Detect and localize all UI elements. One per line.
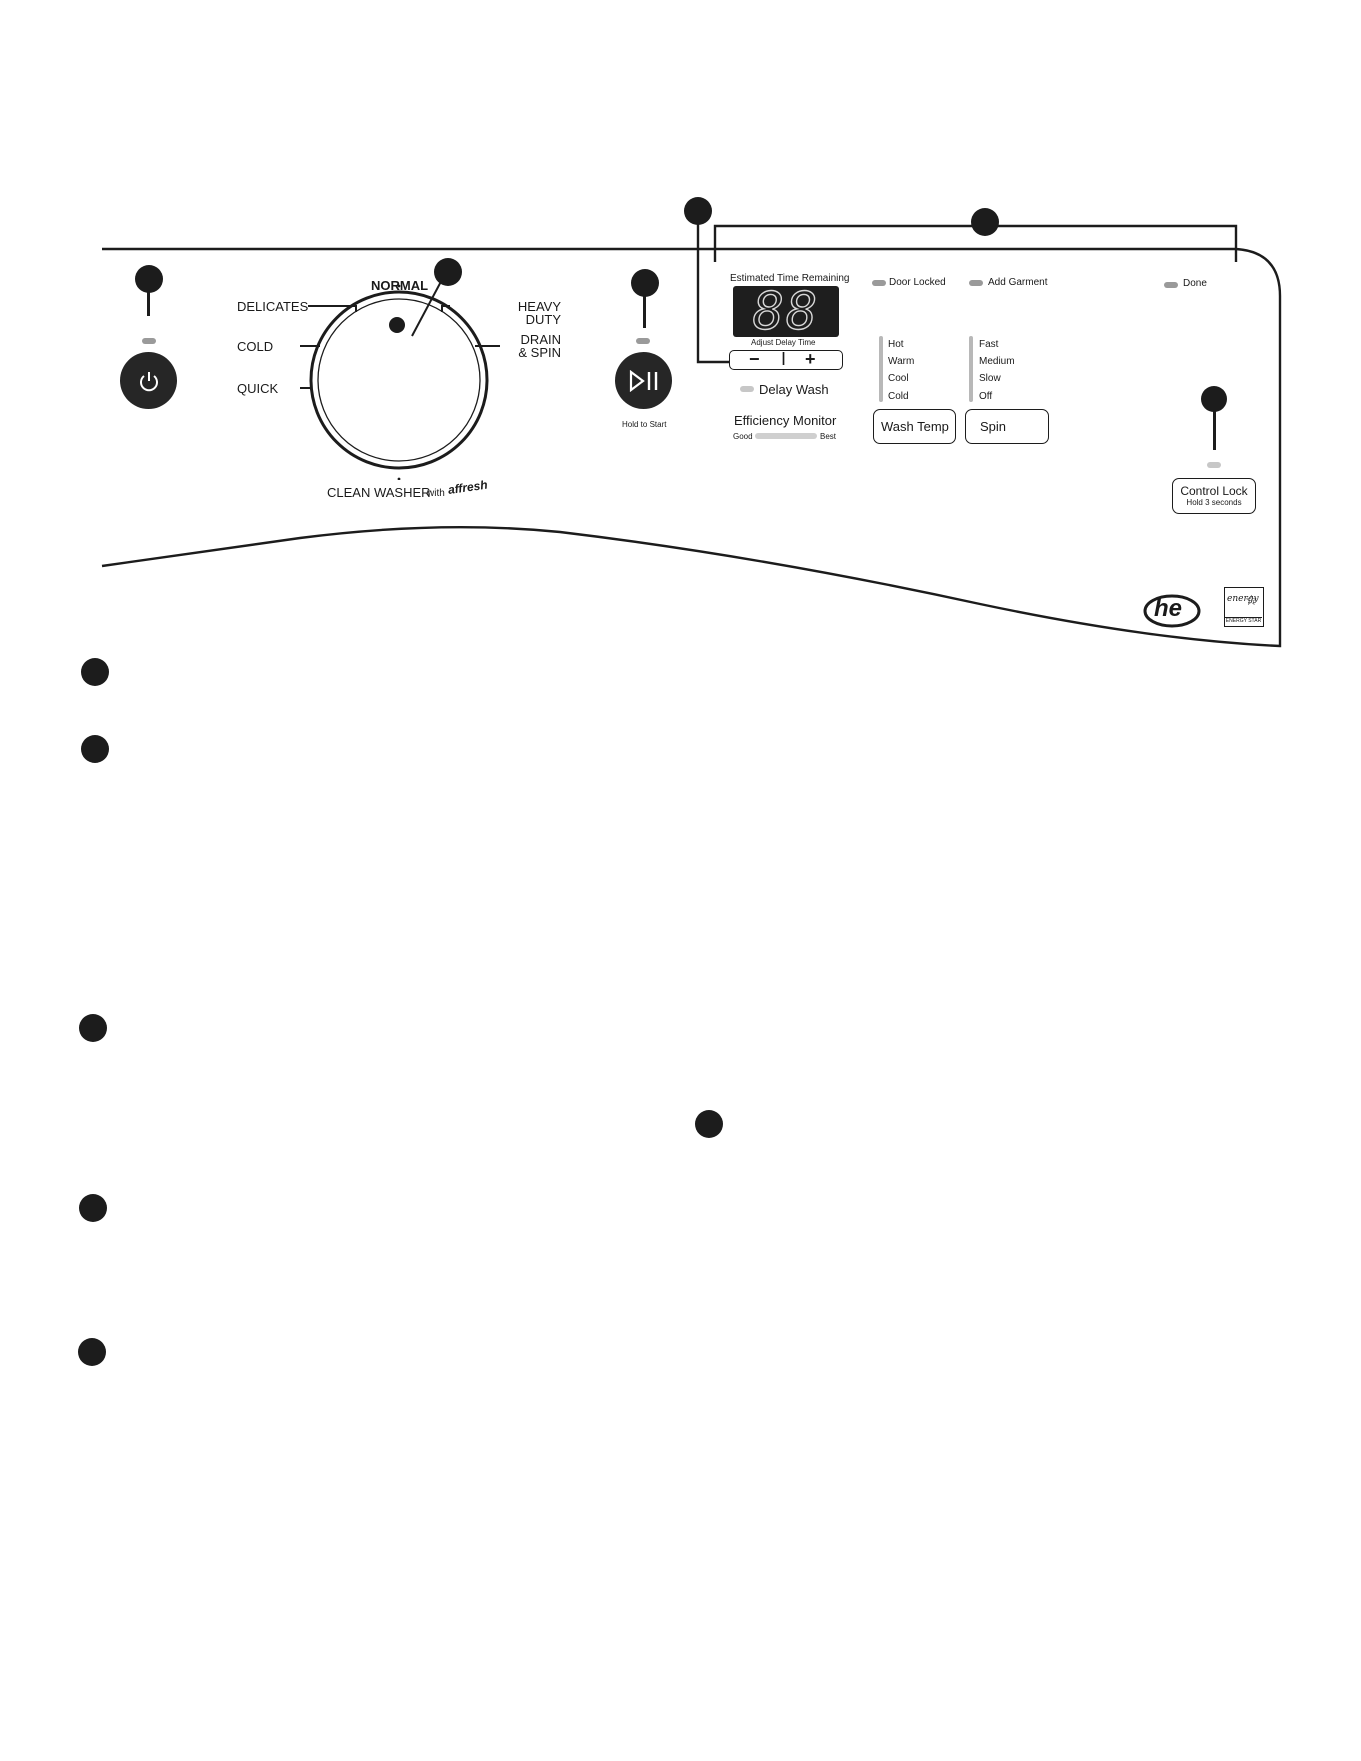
knob-indicator-dot bbox=[389, 317, 405, 333]
cycle-drain-spin-line1: DRAIN bbox=[520, 332, 561, 347]
wash-temp-bar bbox=[879, 336, 883, 402]
wash-temp-warm: Warm bbox=[888, 356, 915, 367]
door-locked-label: Door Locked bbox=[889, 277, 946, 288]
power-led bbox=[142, 338, 156, 344]
callout-cycle-knob bbox=[434, 258, 462, 286]
time-remaining-label: Estimated Time Remaining bbox=[730, 273, 850, 284]
time-display: 88 bbox=[733, 281, 839, 343]
delay-plus-button[interactable]: + bbox=[805, 349, 816, 369]
delay-minus-button[interactable]: − bbox=[749, 349, 760, 369]
power-button[interactable] bbox=[120, 352, 177, 409]
wash-temp-button[interactable]: Wash Temp bbox=[873, 409, 956, 444]
control-lock-button[interactable]: Control Lock Hold 3 seconds bbox=[1172, 478, 1256, 514]
spin-off: Off bbox=[979, 391, 993, 402]
callout-power-stem bbox=[147, 290, 150, 316]
callout-start bbox=[631, 269, 659, 297]
efficiency-best: Best bbox=[820, 432, 837, 441]
he-logo-text: he bbox=[1154, 595, 1183, 622]
add-garment-label: Add Garment bbox=[988, 277, 1048, 288]
spin-bar bbox=[969, 336, 973, 402]
spin-medium: Medium bbox=[979, 356, 1015, 367]
energy-star-logo: energy ☆ ENERGY STAR bbox=[1224, 587, 1264, 627]
adjust-delay-label: Adjust Delay Time bbox=[751, 338, 816, 347]
start-hint: Hold to Start bbox=[622, 420, 667, 429]
start-led bbox=[636, 338, 650, 344]
control-lock-label: Control Lock bbox=[1180, 484, 1248, 498]
wash-temp-cold: Cold bbox=[888, 391, 909, 402]
legend-callout-4 bbox=[695, 1110, 723, 1138]
cycle-normal: NORMAL bbox=[371, 278, 429, 293]
door-locked-led bbox=[872, 280, 886, 286]
callout-start-stem bbox=[643, 295, 646, 328]
cycle-delicates: DELICATES bbox=[237, 299, 309, 314]
energy-star-text: ENERGY STAR bbox=[1225, 617, 1262, 624]
cycle-quick: QUICK bbox=[237, 381, 279, 396]
spin-fast: Fast bbox=[979, 339, 999, 350]
wash-temp-cool: Cool bbox=[888, 373, 909, 384]
legend-callout-6 bbox=[78, 1338, 106, 1366]
he-logo bbox=[1143, 594, 1201, 628]
callout-control-lock-stem bbox=[1213, 410, 1216, 450]
control-lock-sub: Hold 3 seconds bbox=[1186, 498, 1242, 507]
panel-outline bbox=[101, 210, 1282, 648]
star-icon: ☆ bbox=[1245, 592, 1258, 608]
cycle-clean-with: with bbox=[427, 488, 445, 499]
spin-button[interactable]: Spin bbox=[965, 409, 1049, 444]
add-garment-led bbox=[969, 280, 983, 286]
efficiency-good: Good bbox=[733, 432, 753, 441]
energy-star-script: energy bbox=[1227, 594, 1259, 604]
callout-status bbox=[971, 208, 999, 236]
play-pause-icon bbox=[629, 369, 657, 392]
legend-callout-1 bbox=[81, 658, 109, 686]
cycle-clean-washer: CLEAN WASHER bbox=[327, 485, 431, 500]
spin-slow: Slow bbox=[979, 373, 1001, 384]
cycle-heavy-duty-line1: HEAVY bbox=[517, 299, 561, 314]
legend-callout-5 bbox=[79, 1194, 107, 1222]
callout-power bbox=[135, 265, 163, 293]
callout-control-lock bbox=[1201, 386, 1227, 412]
done-label: Done bbox=[1183, 278, 1207, 289]
efficiency-title: Efficiency Monitor bbox=[734, 413, 837, 428]
delay-wash-led bbox=[740, 386, 754, 392]
cycle-heavy-duty-line2: DUTY bbox=[525, 312, 561, 327]
knob-leader bbox=[411, 280, 443, 337]
delay-wash-label[interactable]: Delay Wash bbox=[759, 382, 829, 397]
cycle-knob[interactable] bbox=[300, 280, 500, 480]
legend-callout-2 bbox=[81, 735, 109, 763]
delay-divider: I bbox=[781, 349, 787, 369]
control-lock-led bbox=[1207, 462, 1221, 468]
efficiency-bar bbox=[755, 433, 817, 439]
adjust-delay-keypad: − I + bbox=[729, 349, 843, 370]
wash-temp-hot: Hot bbox=[888, 339, 904, 350]
start-pause-button[interactable] bbox=[615, 352, 672, 409]
callout-delay bbox=[684, 197, 712, 225]
legend-callout-3 bbox=[79, 1014, 107, 1042]
done-led bbox=[1164, 282, 1178, 288]
cycle-drain-spin-line2: & SPIN bbox=[518, 345, 561, 360]
delay-leader bbox=[696, 210, 729, 364]
time-digits: 88 bbox=[752, 281, 820, 342]
power-icon bbox=[139, 371, 158, 391]
cycle-cold: COLD bbox=[237, 339, 274, 354]
